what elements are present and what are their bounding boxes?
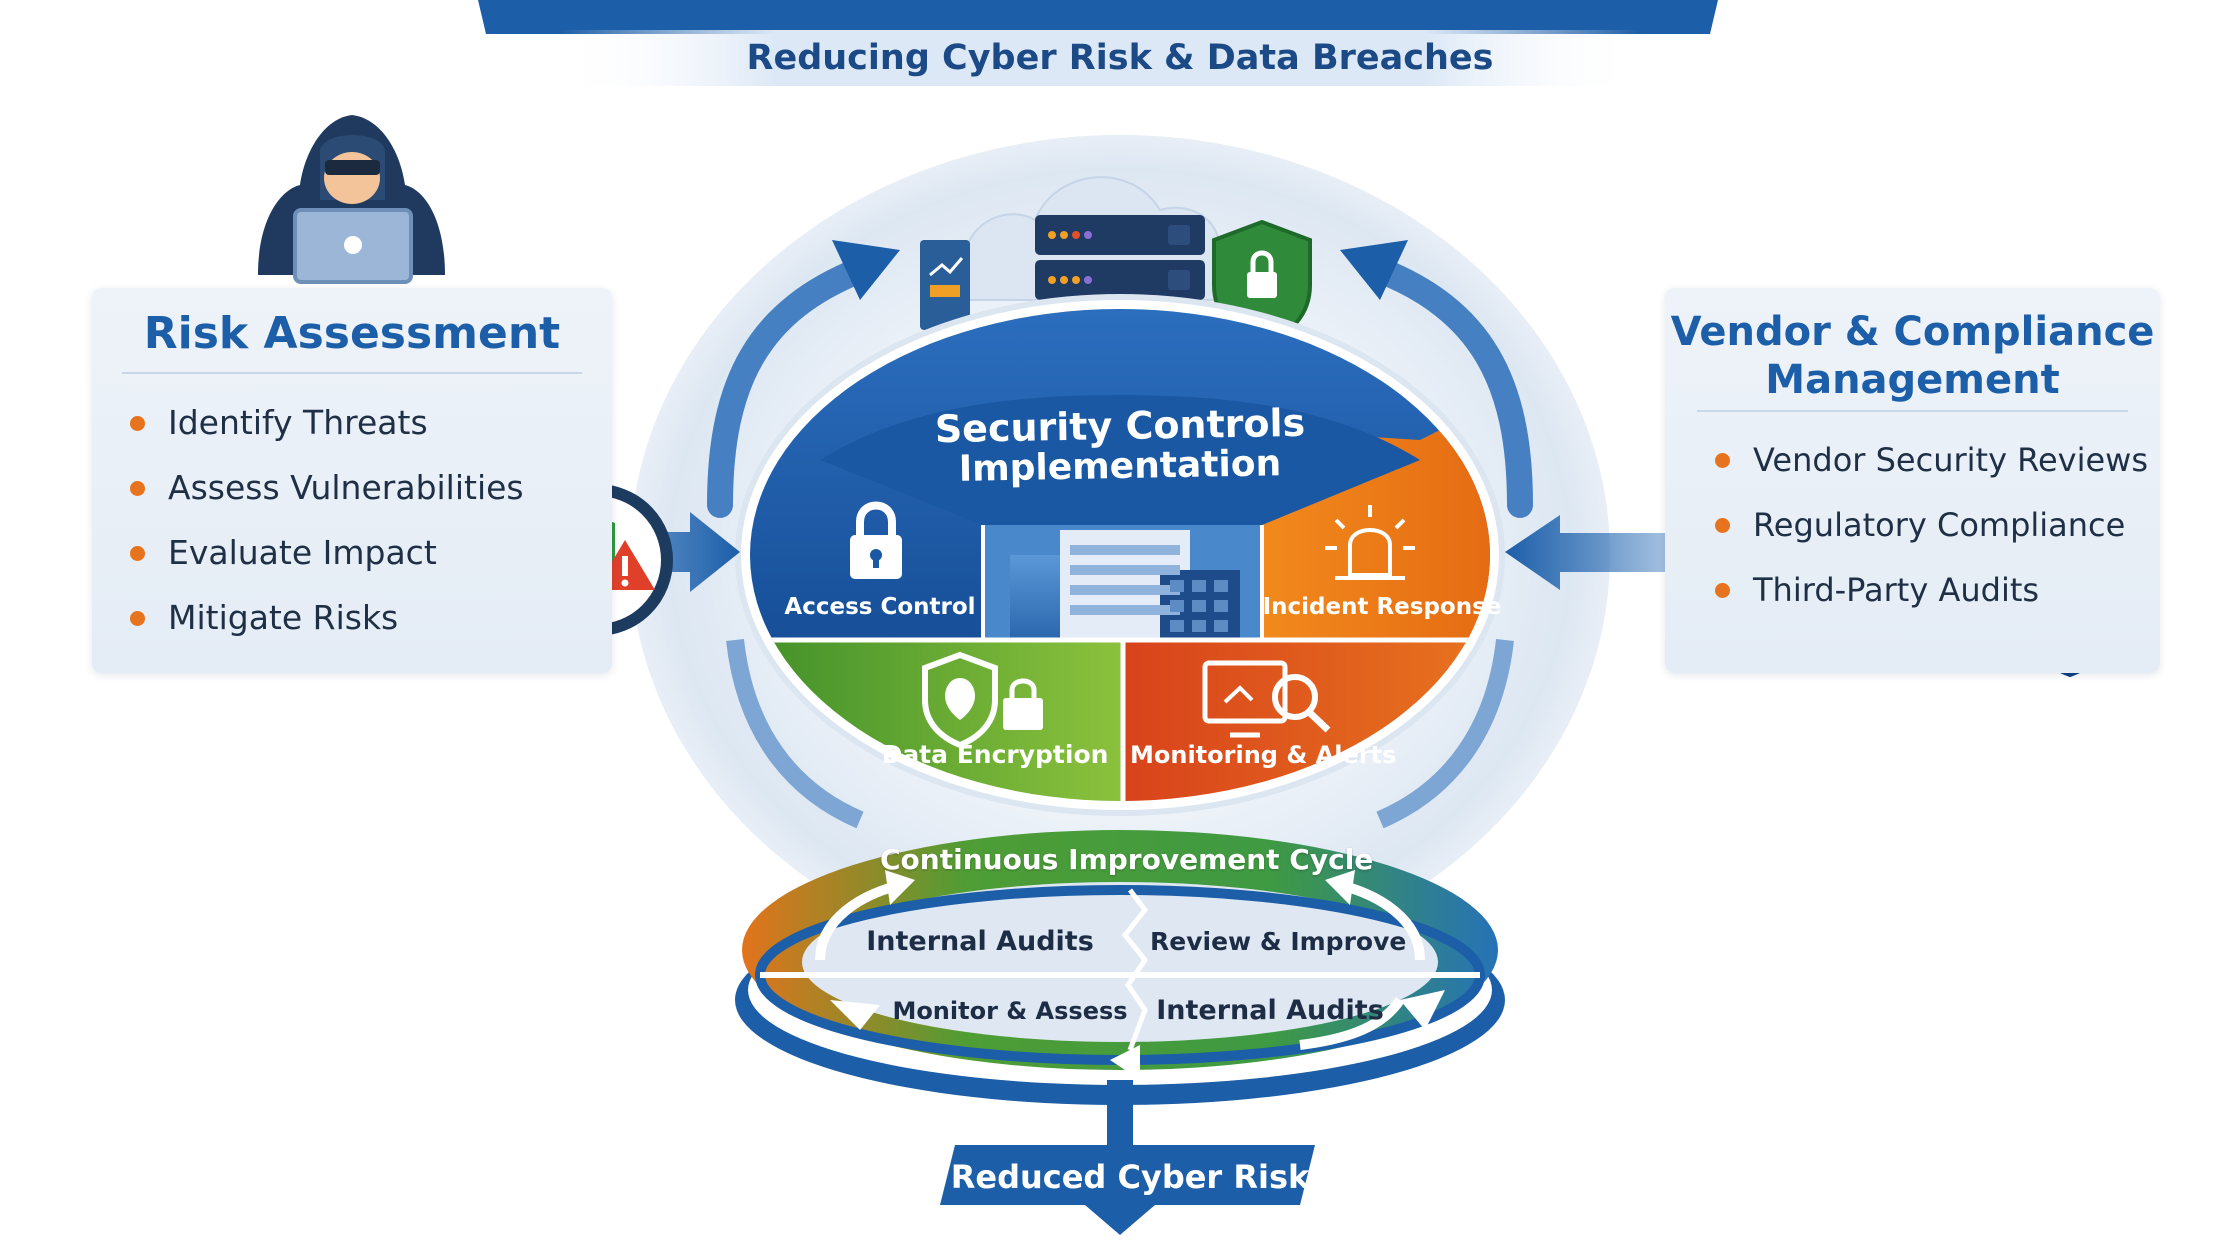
bullet-icon (130, 546, 145, 561)
list-item: Mitigate Risks (130, 598, 524, 638)
vendor-to-controls-arrow (1505, 515, 1700, 590)
vendor-compliance-list: Vendor Security Reviews Regulatory Compl… (1715, 440, 2148, 635)
bullet-icon (1715, 583, 1730, 598)
list-item: Assess Vulnerabilities (130, 468, 524, 508)
security-controls-title-line2: Implementation (958, 443, 1282, 490)
header-subtitle: Reducing Cyber Risk & Data Breaches (746, 38, 1494, 78)
cycle-step-internal-audits-bottom: Internal Audits (1156, 995, 1384, 1026)
list-item: Evaluate Impact (130, 533, 524, 573)
incident-response-label: Incident Response (1262, 594, 1502, 620)
cycle-step-internal-audits-top: Internal Audits (866, 926, 1094, 957)
title-banner (478, 0, 1718, 34)
vendor-compliance-title-line2: Management (1765, 357, 2060, 403)
panel-divider (1697, 410, 2128, 412)
data-encryption-label: Data Encryption (881, 740, 1109, 769)
access-control-label: Access Control (784, 594, 976, 620)
monitoring-alerts-label: Monitoring & Alerts (1130, 741, 1397, 769)
cycle-step-review-improve: Review & Improve (1150, 927, 1407, 956)
data-center-building-icon (1010, 530, 1240, 640)
risk-assessment-panel: Risk Assessment Identify Threats Assess … (92, 288, 612, 673)
shield-lock-icon (922, 651, 1043, 749)
bullet-icon (130, 416, 145, 431)
list-item: Regulatory Compliance (1715, 505, 2148, 545)
bullet-icon (130, 611, 145, 626)
risk-assessment-title: Risk Assessment (143, 308, 561, 359)
list-item: Identify Threats (130, 403, 524, 443)
bullet-icon (130, 481, 145, 496)
outcome-banner (940, 1080, 1315, 1235)
padlock-icon (850, 501, 902, 579)
cycle-title: Continuous Improvement Cycle (880, 843, 1374, 876)
risk-assessment-list: Identify Threats Assess Vulnerabilities … (130, 403, 524, 663)
outcome-label: Reduced Cyber Risk (950, 1158, 1310, 1196)
security-controls-oval (735, 294, 1505, 816)
bullet-icon (1715, 453, 1730, 468)
improvement-cycle-ring (735, 830, 1505, 1105)
cycle-step-monitor-assess: Monitor & Assess (892, 997, 1128, 1025)
vendor-compliance-title-line1: Vendor & Compliance (1670, 309, 2155, 355)
alarm-light-icon (1325, 505, 1415, 580)
list-item: Third-Party Audits (1715, 570, 2148, 610)
monitor-search-icon (1202, 660, 1331, 738)
hacker-icon (258, 115, 445, 284)
vendor-compliance-panel: Vendor & Compliance Management Vendor Se… (1665, 288, 2160, 673)
panel-divider (122, 372, 582, 374)
subtitle-ribbon (560, 30, 1640, 86)
bullet-icon (1715, 518, 1730, 533)
list-item: Vendor Security Reviews (1715, 440, 2148, 480)
